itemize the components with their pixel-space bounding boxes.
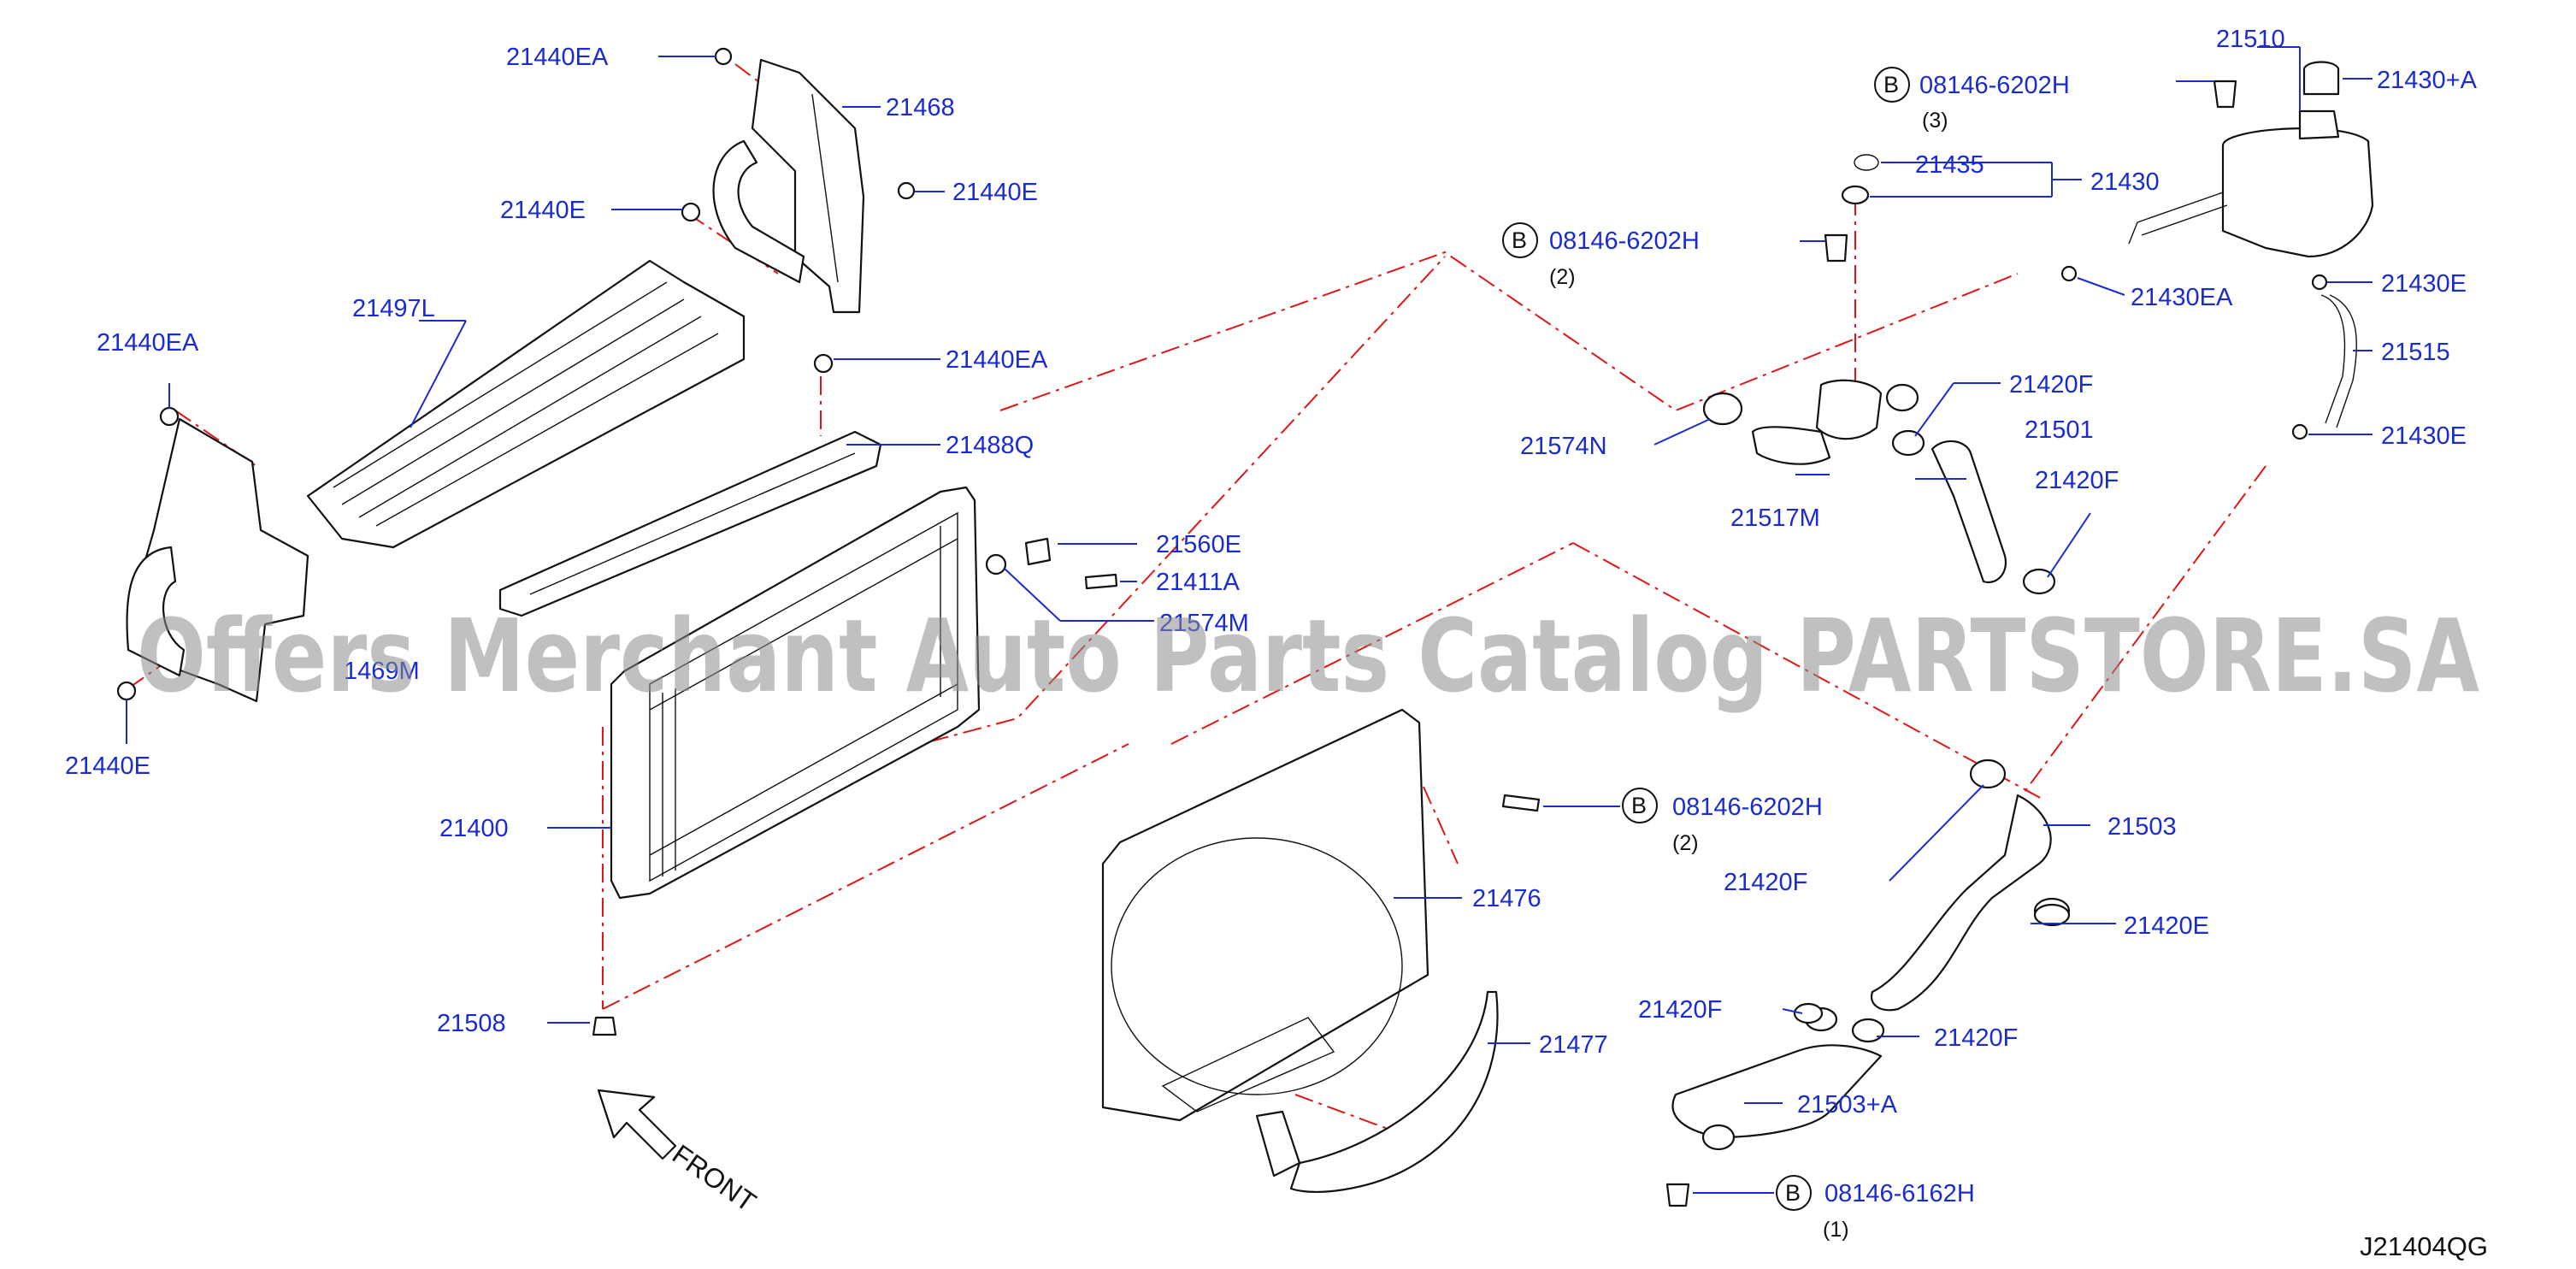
- label-21468[interactable]: 21468: [886, 94, 955, 121]
- label-21501[interactable]: 21501: [2025, 416, 2094, 444]
- label-bolt-fan-qty: (2): [1672, 831, 1699, 855]
- bolt-marker-fan: B: [1622, 788, 1658, 823]
- label-21430-plus-a[interactable]: 21430+A: [2377, 67, 2478, 94]
- label-bolt-bottom-qty: (1): [1823, 1218, 1849, 1242]
- label-bolt-mid-qty: (2): [1549, 265, 1576, 289]
- bolt-marker-top: B: [1874, 67, 1910, 103]
- label-bolt-fan[interactable]: 08146-6202H: [1672, 794, 1823, 821]
- label-21497L[interactable]: 21497L: [352, 295, 435, 322]
- bolt-marker-mid: B: [1502, 222, 1538, 258]
- label-21476[interactable]: 21476: [1472, 885, 1541, 912]
- label-21430E-top[interactable]: 21430E: [2381, 270, 2467, 298]
- label-21420E[interactable]: 21420E: [2124, 912, 2209, 940]
- label-21440E-left[interactable]: 21440E: [65, 753, 150, 780]
- leader-lines: [126, 46, 2373, 1194]
- label-21430E-bottom[interactable]: 21430E: [2381, 422, 2467, 450]
- label-21420F-c[interactable]: 21420F: [1724, 869, 1807, 896]
- bolt-marker-letter: B: [1883, 72, 1899, 97]
- label-21488Q[interactable]: 21488Q: [946, 432, 1034, 459]
- bolt-marker-letter: B: [1512, 227, 1527, 253]
- part-labels: 21440EA 21468 21440E 21440E 21497L 21440…: [65, 26, 2478, 1242]
- label-21440E-top[interactable]: 21440E: [952, 179, 1038, 206]
- label-21420F-b[interactable]: 21420F: [2035, 467, 2119, 494]
- label-21560E[interactable]: 21560E: [1156, 531, 1241, 558]
- label-21517M[interactable]: 21517M: [1730, 505, 1820, 532]
- label-21420F-d[interactable]: 21420F: [1638, 996, 1722, 1024]
- label-21420F-a[interactable]: 21420F: [2009, 371, 2093, 398]
- label-21430[interactable]: 21430: [2090, 168, 2160, 196]
- label-21574N[interactable]: 21574N: [1520, 433, 1607, 460]
- bolt-marker-letter: B: [1631, 793, 1647, 818]
- label-21574M[interactable]: 21574M: [1159, 610, 1249, 637]
- label-21420F-e[interactable]: 21420F: [1934, 1024, 2018, 1052]
- label-21440EA-left[interactable]: 21440EA: [97, 329, 199, 357]
- part-shapes: [116, 47, 2374, 1207]
- label-21477[interactable]: 21477: [1539, 1031, 1608, 1059]
- label-21503-plus-a[interactable]: 21503+A: [1797, 1091, 1898, 1118]
- label-21411A[interactable]: 21411A: [1156, 569, 1240, 596]
- watermark-text: Offers Merchant Auto Parts Catalog PARTS…: [137, 597, 2479, 715]
- label-21440EA-top[interactable]: 21440EA: [506, 44, 609, 71]
- label-21430EA[interactable]: 21430EA: [2131, 284, 2233, 311]
- label-21435[interactable]: 21435: [1915, 151, 1984, 179]
- label-21515[interactable]: 21515: [2381, 339, 2450, 366]
- label-21400[interactable]: 21400: [439, 815, 509, 842]
- bolt-marker-bottom: B: [1776, 1175, 1812, 1211]
- label-21510[interactable]: 21510: [2216, 26, 2285, 53]
- label-bolt-top[interactable]: 08146-6202H: [1919, 72, 2070, 99]
- label-21503[interactable]: 21503: [2107, 813, 2177, 841]
- label-bolt-top-qty: (3): [1922, 109, 1948, 133]
- label-21440EA-mid[interactable]: 21440EA: [946, 346, 1048, 374]
- label-21508[interactable]: 21508: [437, 1010, 506, 1037]
- label-21440E-mid[interactable]: 21440E: [500, 197, 586, 224]
- label-bolt-bottom[interactable]: 08146-6162H: [1824, 1180, 1975, 1207]
- bolt-marker-letter: B: [1785, 1180, 1801, 1206]
- label-bolt-mid[interactable]: 08146-6202H: [1549, 227, 1700, 255]
- diagram-code: J21404QG: [2360, 1231, 2488, 1261]
- front-arrow-icon: [597, 1089, 677, 1160]
- front-label: FRONT: [667, 1138, 762, 1218]
- label-1469M[interactable]: 1469M: [344, 658, 420, 685]
